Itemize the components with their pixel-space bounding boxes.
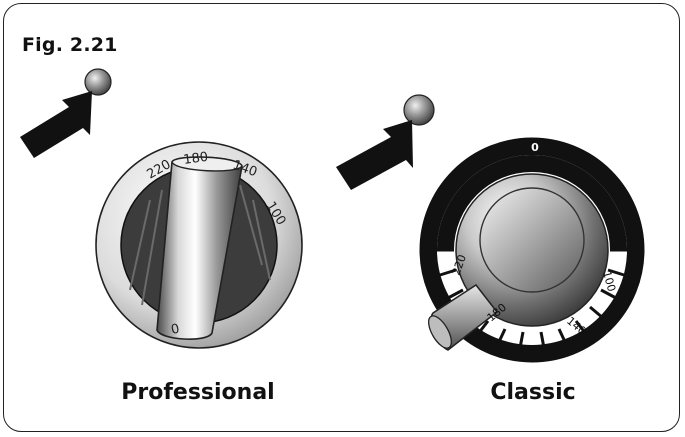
figure-label: Fig. 2.21 <box>22 34 118 56</box>
figure-frame <box>3 3 680 432</box>
classic-scale-0: 0 <box>531 141 539 154</box>
classic-scale-100: 100 <box>600 269 618 293</box>
pointer-arrow-icon <box>336 120 413 190</box>
pointer-arrow-icon <box>20 91 92 158</box>
indicator-light-icon <box>84 68 112 96</box>
pro-scale-180: 180 <box>182 150 209 168</box>
knob-classic <box>419 137 645 363</box>
caption-professional: Professional <box>121 380 275 405</box>
pro-scale-0: 0 <box>170 322 181 338</box>
indicator-light-icon <box>403 94 435 126</box>
caption-classic: Classic <box>490 380 576 405</box>
knob-professional <box>95 141 303 349</box>
